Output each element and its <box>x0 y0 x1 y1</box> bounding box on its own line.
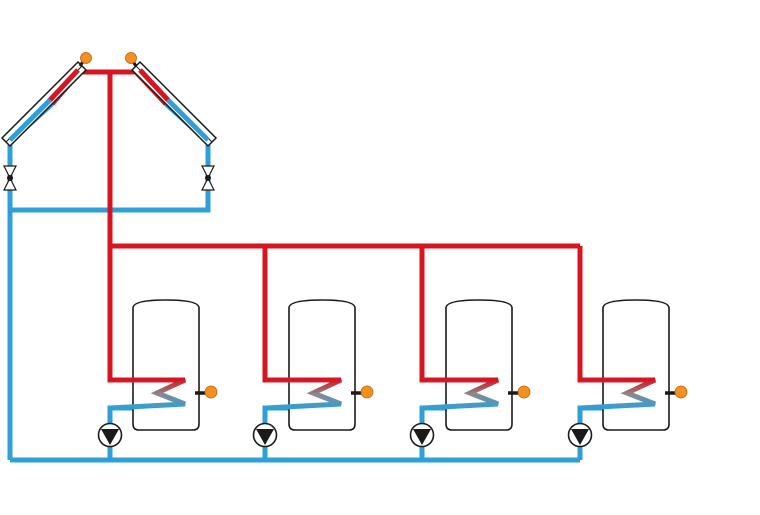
heat-exchanger-coil <box>265 377 343 411</box>
check-valve-left <box>3 165 17 191</box>
collector-sensor-right <box>125 52 138 67</box>
heat-exchanger-coil <box>579 377 657 411</box>
circulation-pump-4 <box>567 422 593 448</box>
tank-sensor-1 <box>195 385 218 399</box>
circulation-pump-2 <box>252 422 278 448</box>
collector-right-absorber-cold <box>166 98 210 142</box>
storage-tank-3 <box>422 299 531 431</box>
tank-sensor-2 <box>351 385 374 399</box>
collector-left-absorber-cold <box>8 98 52 142</box>
tank-sensor-3 <box>508 385 531 399</box>
circulation-pump-1 <box>97 422 123 448</box>
collector-right-absorber-hot <box>138 68 170 102</box>
tank-body <box>288 299 356 431</box>
storage-tanks <box>109 299 688 431</box>
heat-exchanger-coil <box>422 377 500 411</box>
tank-body <box>445 299 513 431</box>
collector-left-absorber-hot <box>48 68 80 102</box>
heat-exchanger-coil <box>109 377 187 411</box>
tank-sensor-4 <box>665 385 688 399</box>
storage-tank-4 <box>579 299 688 431</box>
circulation-pumps <box>97 422 593 448</box>
check-valve-right <box>201 165 215 191</box>
storage-tank-1 <box>109 299 218 431</box>
collector-sensor-left <box>78 52 92 67</box>
circulation-pump-3 <box>409 422 435 448</box>
storage-tank-2 <box>265 299 374 431</box>
tank-body <box>602 299 670 431</box>
tank-body <box>132 299 200 431</box>
collector-cold-crossover <box>10 140 211 213</box>
